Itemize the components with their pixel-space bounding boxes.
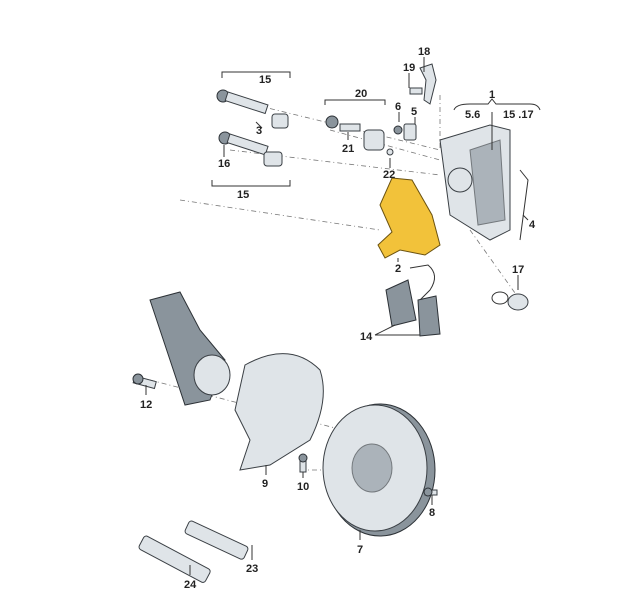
- caliper-carrier-2[interactable]: [377, 177, 441, 259]
- label-9: 9: [262, 478, 268, 490]
- bolt-10: [298, 453, 308, 473]
- label-1-sub-a: 5.6: [465, 109, 480, 121]
- label-12: 12: [140, 399, 152, 411]
- label-18: 18: [418, 46, 430, 58]
- piston-seals-17: [491, 291, 529, 311]
- label-24: 24: [184, 579, 197, 591]
- bolt-12: [132, 373, 157, 390]
- label-7: 7: [357, 544, 363, 556]
- label-1-sub-b: 15 .17: [503, 109, 534, 121]
- label-6: 6: [395, 101, 401, 113]
- label-23: 23: [246, 563, 258, 575]
- caliper-housing-1: [439, 124, 511, 241]
- grease-tube-23: [184, 520, 249, 560]
- label-21: 21: [342, 143, 354, 155]
- label-1: 1: [489, 89, 495, 101]
- steering-knuckle: [149, 291, 231, 406]
- label-8: 8: [429, 507, 435, 519]
- label-15-bottom: 15: [237, 189, 249, 201]
- bracket-20: [324, 99, 386, 105]
- wear-sensor: [409, 264, 435, 301]
- label-14: 14: [360, 331, 373, 343]
- label-22: 22: [383, 169, 395, 181]
- brake-pads-14: [385, 279, 441, 337]
- spring-clip-4: [519, 169, 529, 241]
- label-3: 3: [256, 125, 262, 137]
- label-19: 19: [403, 62, 415, 74]
- screw-8: [423, 487, 438, 497]
- bracket-1: [453, 98, 541, 111]
- label-15-top: 15: [259, 74, 271, 86]
- bolt-21-cap-20: [325, 115, 385, 151]
- label-17: 17: [512, 264, 524, 276]
- brake-disc-7[interactable]: [322, 403, 436, 537]
- label-4: 4: [529, 219, 536, 231]
- bleeder-5-6: [386, 123, 417, 156]
- label-5: 5: [411, 106, 417, 118]
- label-2: 2: [395, 263, 401, 275]
- bracket-18-bolt-19: [409, 63, 437, 105]
- label-20: 20: [355, 88, 367, 100]
- leader-lines: [145, 57, 529, 575]
- bracket-15-top: [221, 71, 291, 78]
- guide-pin-upper: [216, 89, 289, 129]
- guide-pin-lower: [218, 131, 283, 167]
- label-10: 10: [297, 481, 309, 493]
- grease-tube-24: [138, 535, 211, 583]
- bracket-15-bottom: [211, 180, 291, 187]
- label-16: 16: [218, 158, 230, 170]
- splash-shield-9: [234, 353, 324, 471]
